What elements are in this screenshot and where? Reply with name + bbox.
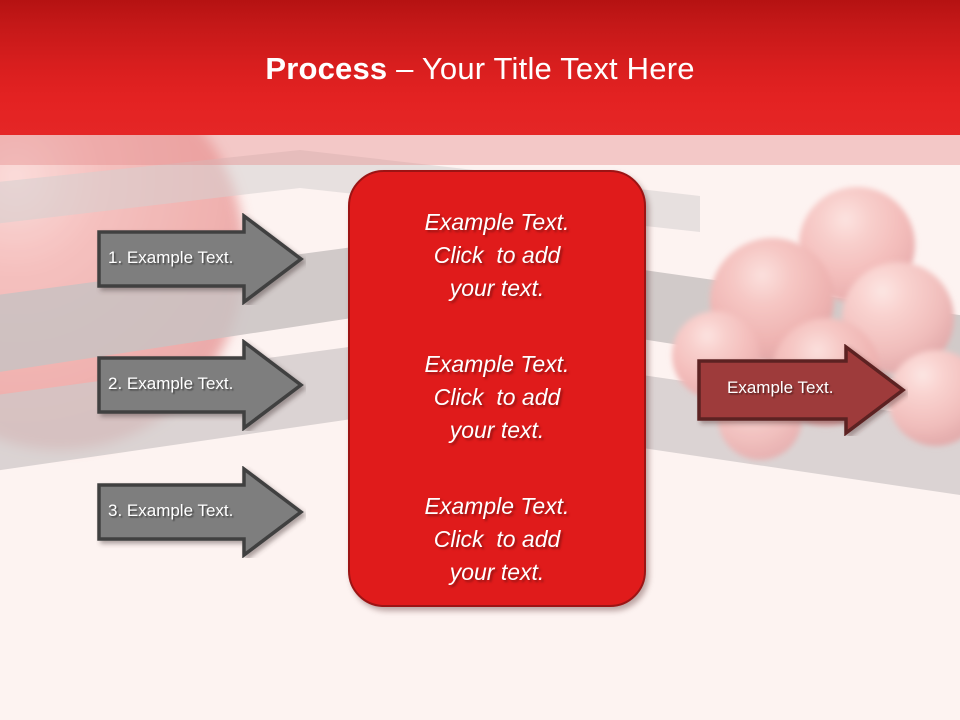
arrow-right-icon <box>97 338 304 432</box>
result-arrow[interactable]: Example Text. <box>696 343 908 437</box>
panel-2-line-3: your text. <box>449 417 545 443</box>
panel-2-line-2: Click to add <box>433 384 561 410</box>
arrow-right-icon <box>97 212 304 306</box>
arrow-right-icon <box>697 343 906 437</box>
panel-text-block-1: Example Text. Click to add your text. <box>350 206 644 305</box>
page-title-strong: Process <box>265 51 388 86</box>
panel-1-line-1: Example Text. <box>424 209 570 235</box>
panel-text-block-2: Example Text. Click to add your text. <box>350 348 644 447</box>
page-title-rest: – Your Title Text Here <box>387 51 695 86</box>
panel-1-line-2: Click to add <box>433 242 561 268</box>
panel-3-line-1: Example Text. <box>424 493 570 519</box>
step-arrow-3[interactable]: 3. Example Text. <box>96 465 306 559</box>
title-bar <box>0 0 960 135</box>
panel-text-block-3: Example Text. Click to add your text. <box>350 490 644 589</box>
header-accent-stripe <box>0 135 960 165</box>
panel-3-line-2: Click to add <box>433 526 561 552</box>
panel-2-line-1: Example Text. <box>424 351 570 377</box>
step-arrow-2[interactable]: 2. Example Text. <box>96 338 306 432</box>
arrow-right-icon <box>97 465 304 559</box>
process-content-panel[interactable]: Example Text. Click to add your text. Ex… <box>348 170 646 607</box>
step-arrow-1[interactable]: 1. Example Text. <box>96 212 306 306</box>
panel-3-line-3: your text. <box>449 559 545 585</box>
panel-1-line-3: your text. <box>449 275 545 301</box>
page-title: Process – Your Title Text Here <box>0 49 960 89</box>
